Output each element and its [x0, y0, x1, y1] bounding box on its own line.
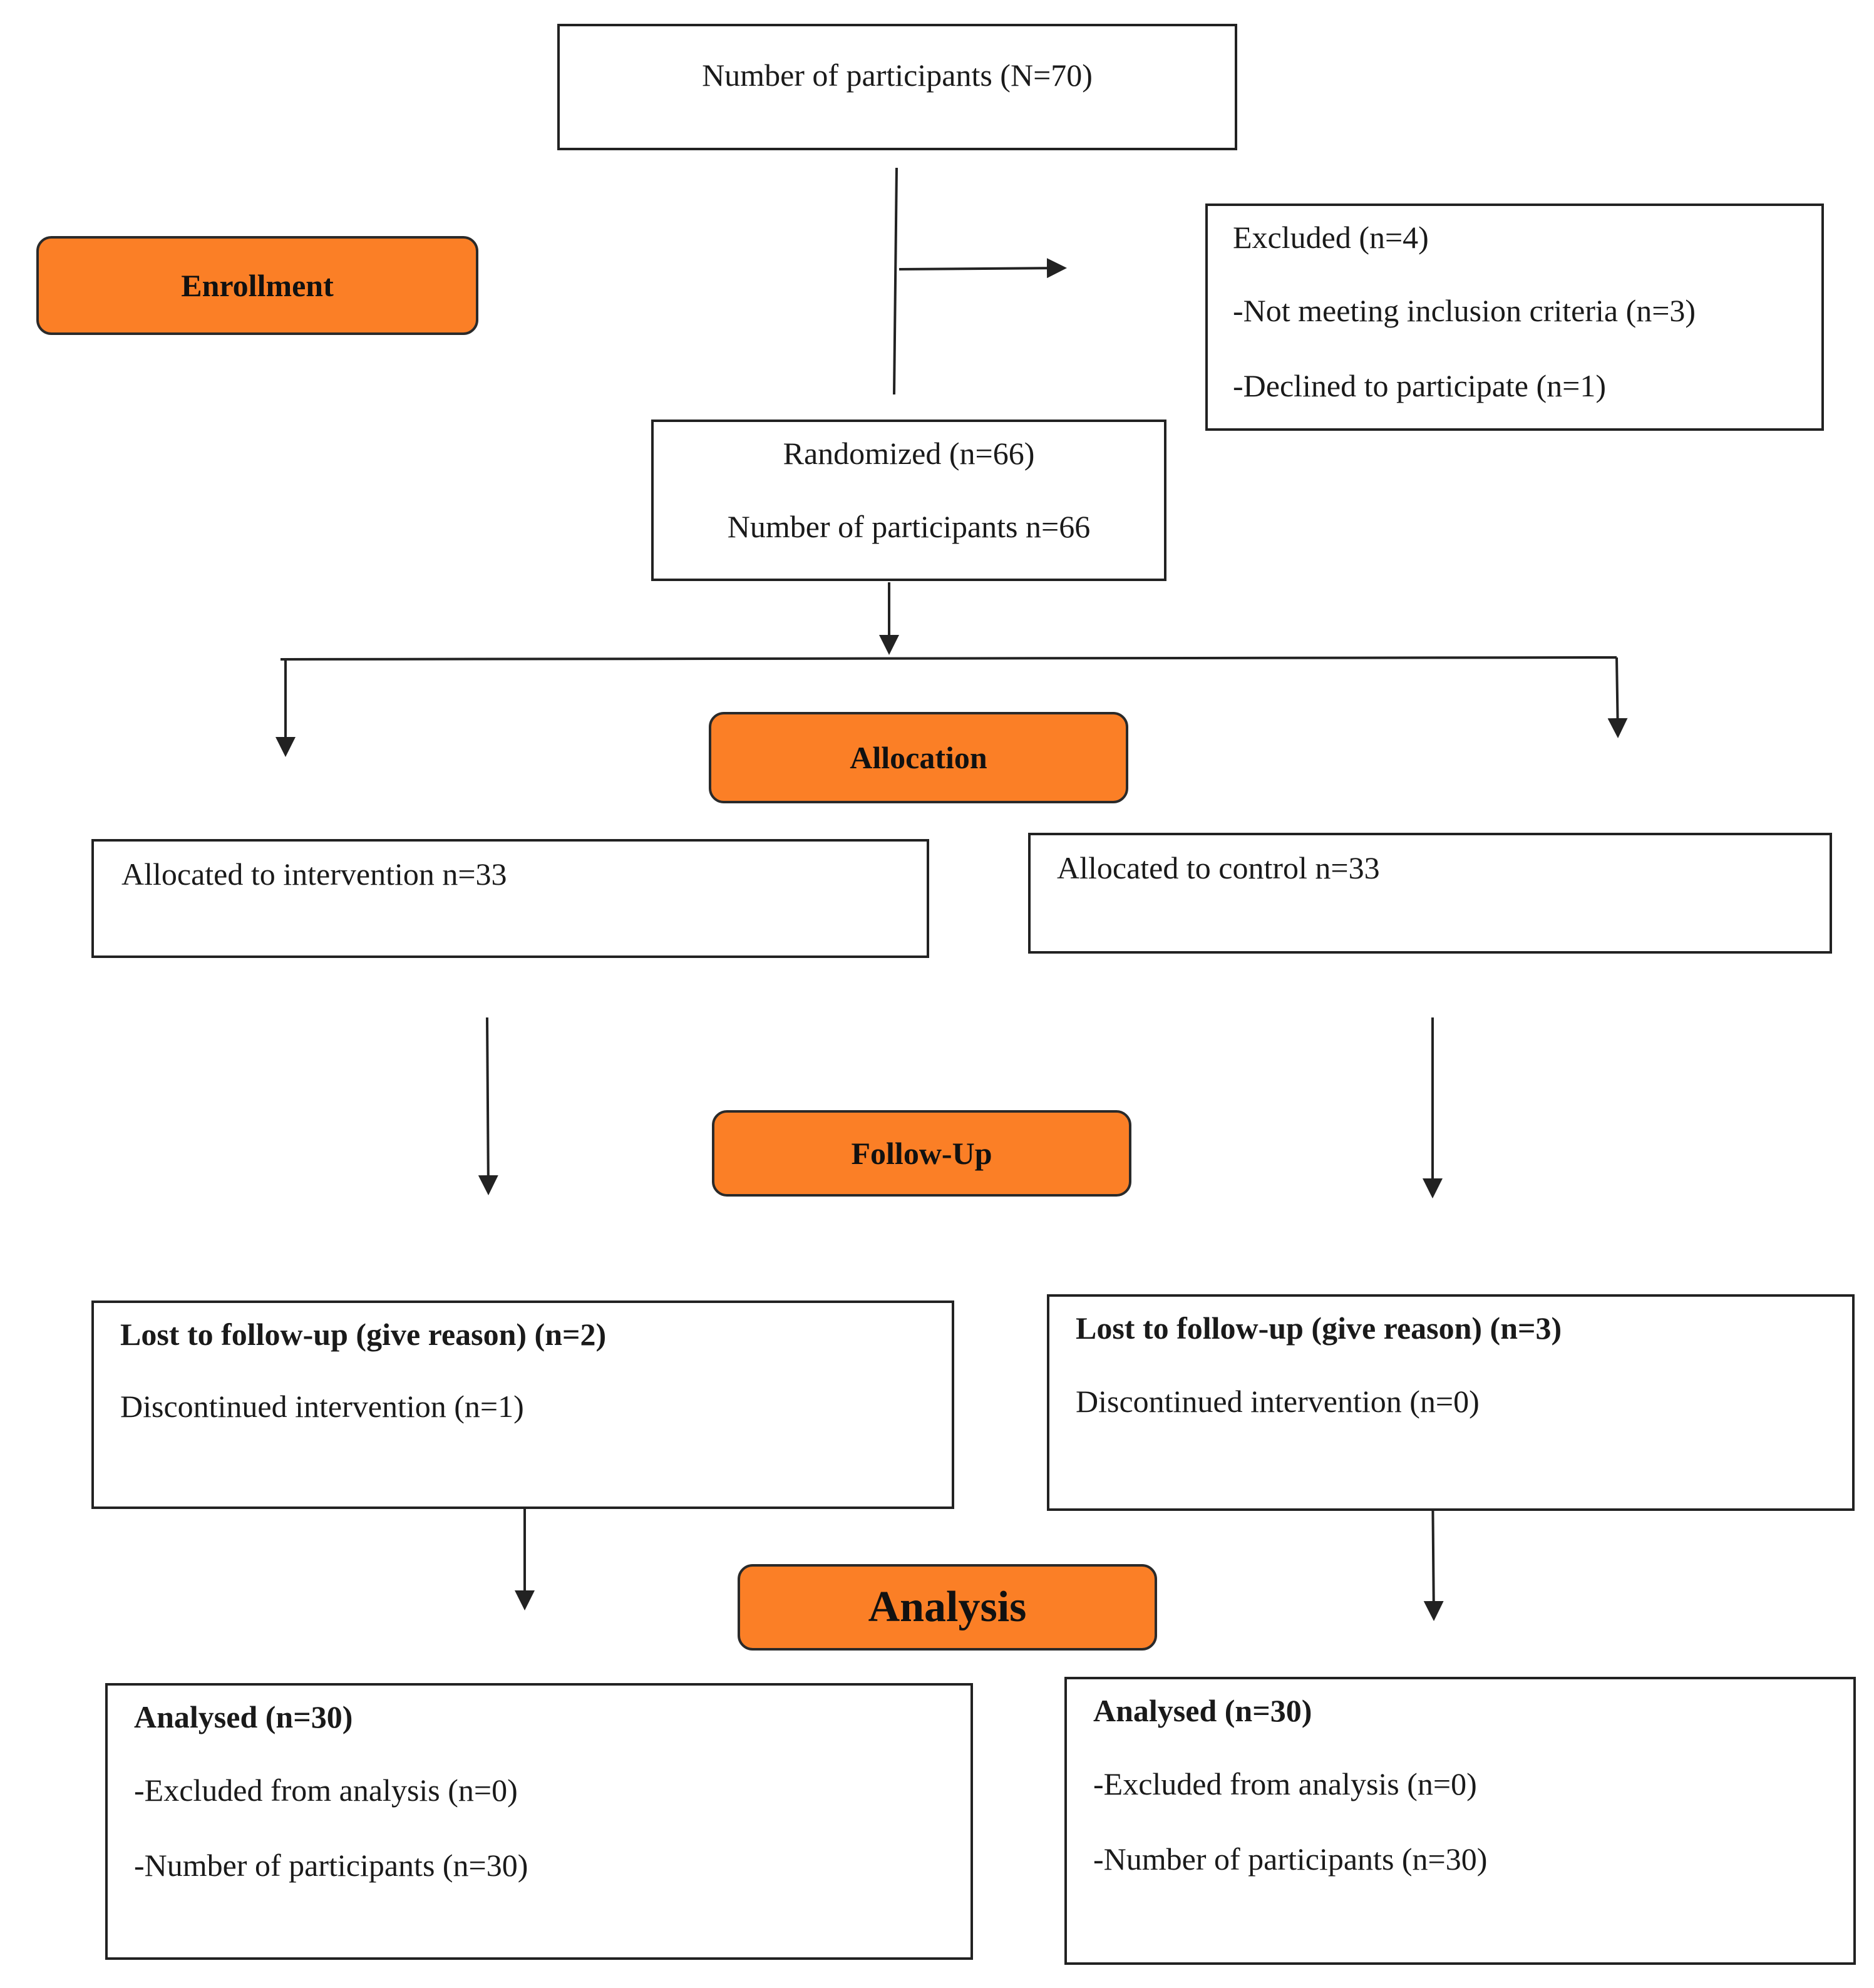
- intervention-excluded-analysis-text: -Excluded from analysis (n=0): [134, 1773, 518, 1808]
- excluded-reason-inclusion: -Not meeting inclusion criteria (n=3): [1233, 293, 1696, 328]
- intervention-discontinued-text: Discontinued intervention (n=1): [120, 1389, 524, 1424]
- follow-up-stage-text: Follow-Up: [851, 1136, 992, 1171]
- enrollment-trunk-line: [893, 167, 898, 395]
- control-allocation-box: Allocated to control n=33: [1028, 833, 1832, 954]
- split-right-arrow: [1607, 657, 1628, 738]
- control-analysis-box: Analysed (n=30) -Excluded from analysis …: [1064, 1677, 1856, 1965]
- control-excluded-analysis-text: -Excluded from analysis (n=0): [1093, 1766, 1477, 1801]
- split-horizontal-line: [280, 656, 1617, 661]
- enrollment-stage-label: Enrollment: [36, 236, 478, 335]
- intervention-allocation-text: Allocated to intervention n=33: [121, 857, 507, 892]
- analysis-stage-text: Analysis: [868, 1583, 1027, 1631]
- intervention-followup-box: Lost to follow-up (give reason) (n=2) Di…: [91, 1300, 954, 1509]
- excluded-title: Excluded (n=4): [1233, 220, 1429, 255]
- total-participants-text: Number of participants (N=70): [702, 58, 1093, 93]
- intervention-analysed-text: Analysed (n=30): [134, 1699, 353, 1734]
- intervention-allocation-box: Allocated to intervention n=33: [91, 839, 929, 958]
- allocation-stage-label: Allocation: [709, 712, 1128, 803]
- allocation-stage-text: Allocation: [850, 740, 987, 775]
- follow-up-stage-label: Follow-Up: [712, 1110, 1131, 1197]
- control-discontinued-text: Discontinued intervention (n=0): [1076, 1384, 1480, 1419]
- intervention-analysis-participants-text: -Number of participants (n=30): [134, 1848, 528, 1883]
- enrollment-stage-text: Enrollment: [181, 268, 334, 303]
- analysis-stage-label: Analysis: [738, 1564, 1157, 1651]
- control-analysed-text: Analysed (n=30): [1093, 1693, 1312, 1728]
- control-analysis-participants-text: -Number of participants (n=30): [1093, 1841, 1488, 1877]
- excluded-reason-declined: -Declined to participate (n=1): [1233, 368, 1606, 403]
- exclusion-arrow: [898, 258, 1067, 279]
- randomized-box: Randomized (n=66) Number of participants…: [651, 420, 1166, 581]
- intervention-analysis-box: Analysed (n=30) -Excluded from analysis …: [105, 1683, 973, 1960]
- randomized-text: Randomized (n=66): [783, 436, 1035, 471]
- randomized-participants-text: Number of participants n=66: [727, 509, 1091, 544]
- total-participants-box: Number of participants (N=70): [557, 24, 1237, 150]
- control-lost-text: Lost to follow-up (give reason) (n=3): [1076, 1311, 1562, 1346]
- intervention-lost-text: Lost to follow-up (give reason) (n=2): [120, 1317, 607, 1352]
- intervention-followup-arrow: [478, 1017, 498, 1195]
- control-followup-box: Lost to follow-up (give reason) (n=3) Di…: [1047, 1294, 1855, 1511]
- excluded-box: Excluded (n=4) -Not meeting inclusion cr…: [1205, 203, 1824, 431]
- control-allocation-text: Allocated to control n=33: [1057, 850, 1380, 885]
